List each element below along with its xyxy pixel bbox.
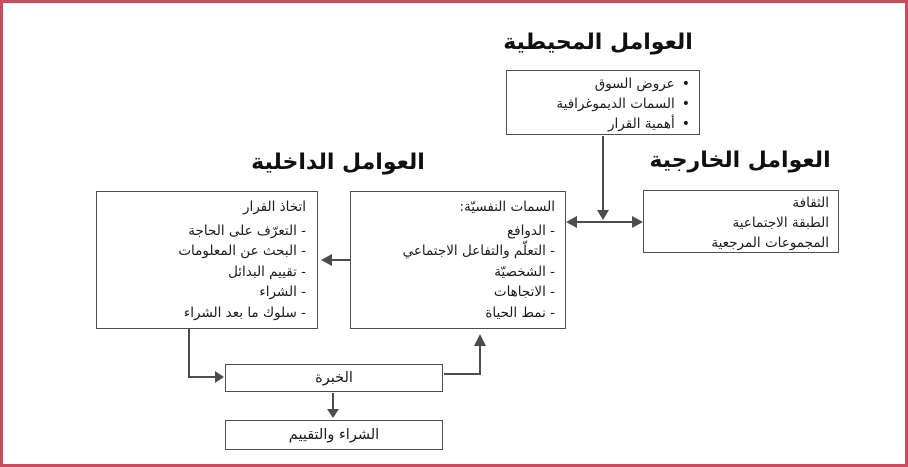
decision-making-box: اتخاذ القرار - التعرّف على الحاجة - البح… xyxy=(96,191,318,329)
environmental-item: السمات الديموغرافية xyxy=(511,94,690,114)
heading-external-factors: العوامل الخارجية xyxy=(649,148,831,173)
decision-item: - سلوك ما بعد الشراء xyxy=(183,304,306,321)
arrow-psychological-external-bidirectional xyxy=(566,216,643,228)
external-item: الطبقة الاجتماعية xyxy=(732,215,829,231)
experience-box: الخبرة xyxy=(225,364,443,392)
arrow-environmental-down xyxy=(597,136,609,220)
external-factors-box: الثقافة الطبقة الاجتماعية المجموعات المر… xyxy=(643,190,839,253)
psychological-item: - الاتجاهات xyxy=(493,284,555,300)
decision-item: - تقييم البدائل xyxy=(228,263,306,280)
decision-item: - التعرّف على الحاجة xyxy=(188,222,306,239)
psychological-item: - نمط الحياة xyxy=(485,304,555,321)
experience-label: الخبرة xyxy=(315,370,353,386)
purchase-evaluation-label: الشراء والتقييم xyxy=(288,427,380,443)
psychological-item: - التعلّم والتفاعل الاجتماعي xyxy=(402,243,555,259)
purchase-evaluation-box: الشراء والتقييم xyxy=(225,420,443,450)
arrow-experience-to-psychological xyxy=(444,334,486,375)
arrow-psychological-to-decision xyxy=(321,254,350,266)
heading-internal-factors: العوامل الداخلية xyxy=(251,150,425,175)
decision-making-title: اتخاذ القرار xyxy=(242,199,306,215)
environmental-factors-box: عروض السوق السمات الديموغرافية أهمية الق… xyxy=(506,70,700,135)
connector-arrows xyxy=(188,136,643,418)
external-item: الثقافة xyxy=(792,195,829,211)
psychological-traits-title: السمات النفسيّة: xyxy=(459,199,556,215)
psychological-item: - الشخصيّة xyxy=(494,263,555,280)
external-item: المجموعات المرجعية xyxy=(711,235,829,251)
psychological-item: - الدوافع xyxy=(506,222,555,239)
arrow-decision-to-experience xyxy=(188,329,224,383)
environmental-item: أهمية القرار xyxy=(511,114,690,134)
environmental-item: عروض السوق xyxy=(511,74,690,94)
arrow-experience-to-purchase xyxy=(327,393,339,418)
heading-environmental-factors: العوامل المحيطية xyxy=(503,30,693,55)
decision-item: - الشراء xyxy=(259,284,306,300)
decision-item: - البحث عن المعلومات xyxy=(178,243,306,259)
psychological-traits-box: السمات النفسيّة: - الدوافع - التعلّم وال… xyxy=(350,191,566,329)
